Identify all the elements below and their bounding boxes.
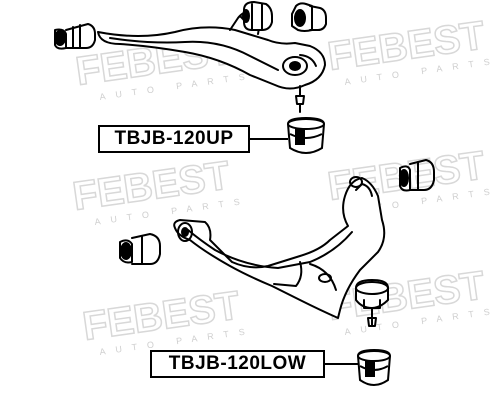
lower-ball-joint-boot — [356, 348, 392, 386]
lower-right-bushing — [399, 159, 435, 192]
lower-arm-body — [173, 177, 386, 319]
upper-left-bushing — [54, 23, 96, 50]
part-number-lower: TBJB-120LOW — [150, 350, 325, 378]
upper-right-bushing — [291, 2, 327, 32]
upper-ball-joint-boot — [286, 116, 326, 154]
lower-left-bushing — [119, 233, 161, 265]
upper-control-arm — [54, 1, 327, 113]
upper-middle-bushing — [242, 1, 273, 31]
lower-control-arm — [119, 159, 435, 327]
part-number-upper: TBJB-120UP — [98, 125, 250, 153]
